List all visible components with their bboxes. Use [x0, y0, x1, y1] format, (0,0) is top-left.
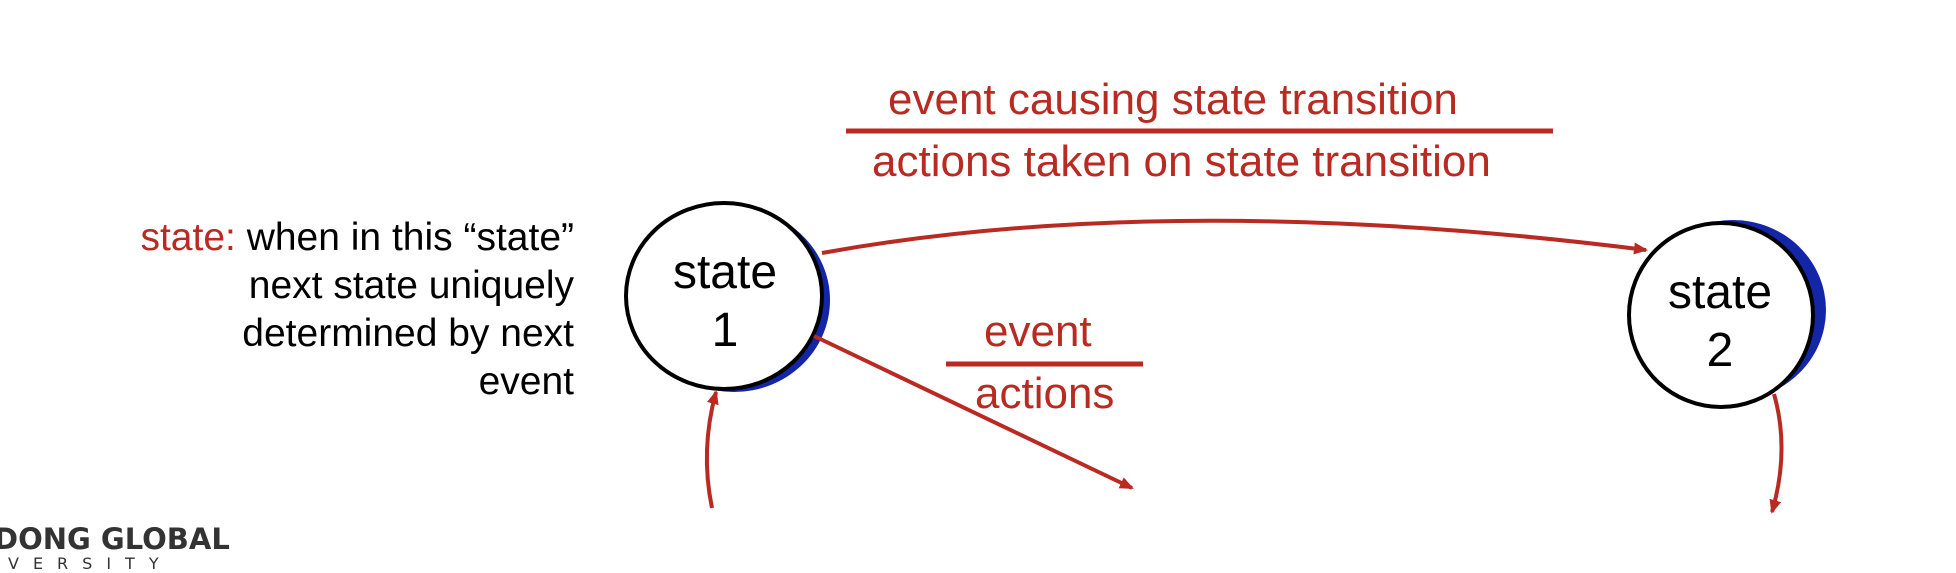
top-transition-event-label: event causing state transition	[888, 75, 1458, 124]
state-description-text-1: when in this “state”	[246, 216, 574, 259]
transition-arrow-1-to-2	[821, 218, 1648, 255]
state-1-label: state 1	[630, 244, 820, 360]
state-1-name: state	[672, 246, 778, 299]
transition-arrow-2-out	[1769, 393, 1784, 514]
top-transition-actions-label: actions taken on state transition	[872, 137, 1491, 186]
transition-arrow-in-to-1	[704, 390, 719, 509]
small-transition-event-label: event	[984, 307, 1092, 356]
state-2-name: state	[1667, 266, 1773, 319]
state-description-line-4: event	[478, 360, 574, 403]
small-transition-actions-label: actions	[975, 369, 1115, 418]
state-1-number: 1	[711, 304, 739, 357]
state-description-line-2: next state uniquely	[248, 264, 574, 307]
state-2-circle[interactable]	[1627, 220, 1826, 409]
state-1-circle[interactable]	[624, 201, 830, 392]
university-logo-text: DONG GLOBAL	[0, 522, 230, 556]
transition-arrow-1-out	[813, 334, 1134, 490]
state-2-label: state 2	[1630, 264, 1810, 380]
university-logo-subtext: VERSITY	[8, 554, 173, 573]
state-description-line-3: determined by next	[242, 312, 574, 355]
state-2-number: 2	[1706, 324, 1734, 377]
state-description-line-1: state: when in this “state”	[140, 214, 574, 262]
state-description: state: when in this “state” next state u…	[140, 214, 574, 406]
state-term: state:	[140, 216, 236, 259]
